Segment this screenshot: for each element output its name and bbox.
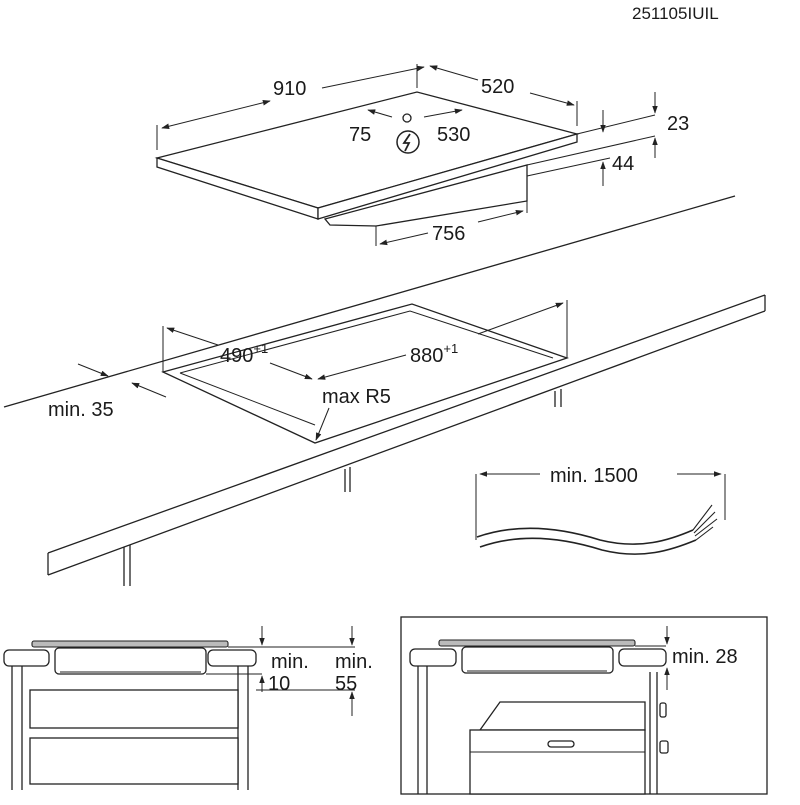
worktop-cutout-drawing: 490+1 880+1 max R5 min. 35 bbox=[3, 195, 766, 586]
hob-width-label: 910 bbox=[273, 78, 306, 100]
cutout-depth-label: 490+1 bbox=[220, 341, 268, 367]
electric-connection-icon bbox=[396, 130, 420, 154]
drawing-code: 251105IUIL bbox=[632, 4, 719, 23]
hob-drawing: 910 520 75 530 23 44 756 bbox=[154, 64, 689, 246]
hob-thickness-label: 23 bbox=[667, 113, 689, 135]
install-view-left: min. 10 min. 55 bbox=[3, 626, 373, 790]
connection-y-label: 530 bbox=[437, 124, 470, 146]
oven-clearance-label: min. 28 bbox=[672, 646, 738, 668]
cable-length-label: min. 1500 bbox=[550, 465, 638, 487]
edge-distance-label: min. 35 bbox=[48, 399, 114, 421]
min-clearance-a-value: 10 bbox=[268, 673, 290, 695]
install-view-right: min. 28 bbox=[400, 616, 768, 795]
hob-depth-label: 520 bbox=[481, 76, 514, 98]
cutout-width-label: 880+1 bbox=[410, 341, 458, 367]
hob-height-label: 44 bbox=[612, 153, 634, 175]
cable-drawing: min. 1500 bbox=[475, 465, 726, 555]
min-clearance-b-value: 55 bbox=[335, 673, 357, 695]
connection-x-label: 75 bbox=[349, 124, 371, 146]
min-clearance-b-label: min. bbox=[335, 651, 373, 673]
min-clearance-a-label: min. bbox=[271, 651, 309, 673]
corner-radius-label: max R5 bbox=[322, 386, 391, 408]
hob-inner-width-label: 756 bbox=[432, 223, 465, 245]
